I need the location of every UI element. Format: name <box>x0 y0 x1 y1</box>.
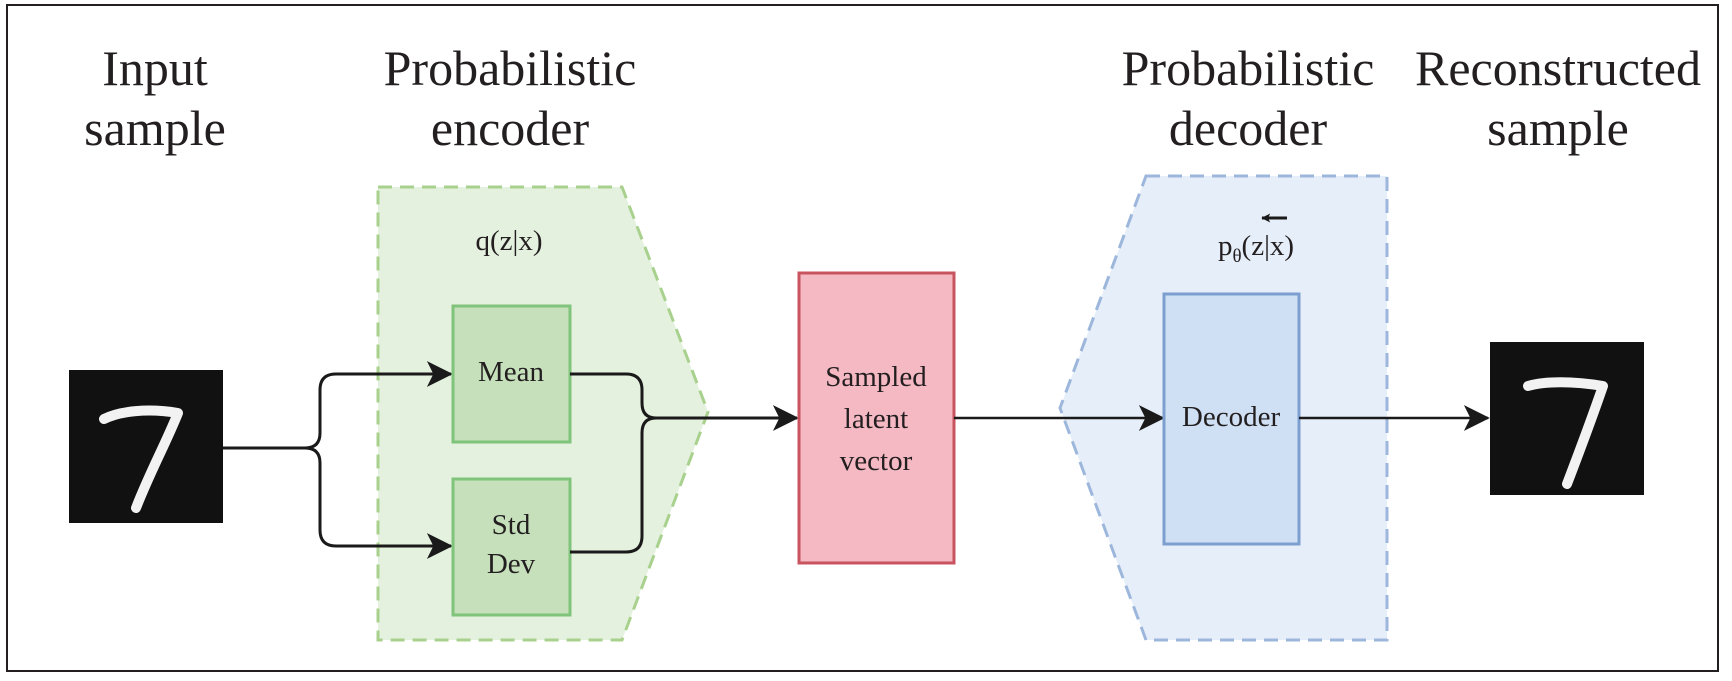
decoder-box <box>1162 292 1301 546</box>
heading-probabilistic-encoder: Probabilistic encoder <box>360 38 660 158</box>
decoder-formula-sub: θ <box>1232 246 1241 267</box>
output-digit-image <box>1490 342 1644 495</box>
heading-reconstructed-sample: Reconstructed sample <box>1398 38 1718 158</box>
std-dev-box <box>451 477 572 617</box>
heading-input-sample: Input sample <box>55 38 255 158</box>
mean-box <box>451 304 572 444</box>
heading-output-line1: Reconstructed <box>1414 40 1701 96</box>
decoder-formula: pθ(z|x) <box>1218 213 1294 267</box>
latent-label-line2: latent <box>844 403 908 435</box>
svg-text:pθ(z|x): pθ(z|x) <box>1218 230 1294 267</box>
merge-connectors <box>570 372 799 554</box>
latent-label-line3: vector <box>840 445 913 477</box>
heading-decoder-line1: Probabilistic <box>1121 40 1375 96</box>
std-dev-label-line2: Dev <box>487 548 536 580</box>
latent-vector-box <box>797 271 956 565</box>
mean-label: Mean <box>478 356 545 388</box>
heading-output-line2: sample <box>1487 100 1629 156</box>
diagram-frame <box>6 4 1719 672</box>
heading-input-line2: sample <box>84 100 226 156</box>
encoder-formula: q(z|x) <box>476 225 543 257</box>
heading-probabilistic-decoder: Probabilistic decoder <box>1098 38 1398 158</box>
heading-encoder-line1: Probabilistic <box>383 40 637 96</box>
heading-decoder-line2: decoder <box>1168 100 1328 156</box>
decoder-formula-base: p <box>1218 230 1233 262</box>
heading-input-line1: Input <box>102 40 208 96</box>
heading-encoder-line2: encoder <box>430 100 590 156</box>
input-digit-image <box>69 370 223 523</box>
latent-label-line1: Sampled <box>825 361 927 393</box>
std-dev-label-line1: Std <box>492 509 531 541</box>
input-connectors <box>223 361 453 559</box>
decoder-formula-rest: (z|x) <box>1242 230 1295 262</box>
decoder-label: Decoder <box>1182 401 1281 433</box>
